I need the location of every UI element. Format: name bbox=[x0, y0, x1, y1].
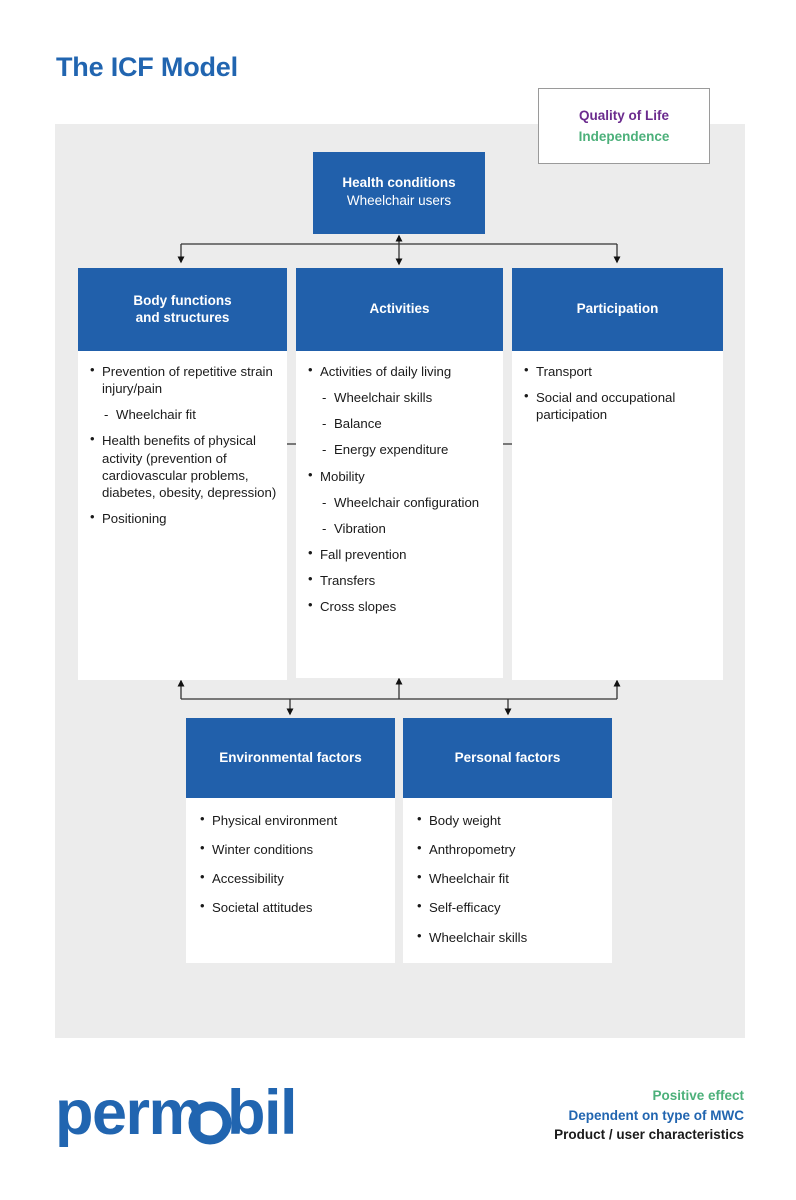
bullet-list-environmental-factors: Physical environmentWinter conditionsAcc… bbox=[198, 811, 385, 917]
column-participation: Participation TransportSocial and occupa… bbox=[512, 268, 723, 680]
column-body-body-functions: Prevention of repetitive strain injury/p… bbox=[78, 351, 287, 544]
column-body-activities: Activities of daily livingWheelchair ski… bbox=[296, 351, 503, 633]
list-item: Wheelchair skills bbox=[415, 928, 602, 946]
list-item: Social and occupational participation bbox=[522, 388, 713, 423]
svg-text:perm: perm bbox=[55, 1078, 203, 1148]
bullet-list-activities: Activities of daily livingWheelchair ski… bbox=[306, 362, 493, 616]
column-header-body-functions: Body functions and structures bbox=[78, 268, 287, 351]
list-item: Prevention of repetitive strain injury/p… bbox=[88, 362, 277, 397]
list-item: Mobility bbox=[306, 467, 493, 485]
box-body-environmental-factors: Physical environmentWinter conditionsAcc… bbox=[186, 798, 395, 937]
box-header-line1: Environmental factors bbox=[219, 749, 362, 765]
bullet-list-participation: TransportSocial and occupational partici… bbox=[522, 362, 713, 423]
box-body-personal-factors: Body weightAnthropometryWheelchair fitSe… bbox=[403, 798, 612, 966]
list-item: Accessibility bbox=[198, 869, 385, 887]
column-header-participation: Participation bbox=[512, 268, 723, 351]
list-item: Anthropometry bbox=[415, 840, 602, 858]
list-item: Wheelchair skills bbox=[306, 389, 493, 406]
list-item: Positioning bbox=[88, 509, 277, 527]
quality-of-life-label: Quality of Life bbox=[578, 108, 669, 123]
list-item: Wheelchair fit bbox=[415, 869, 602, 887]
list-item: Activities of daily living bbox=[306, 362, 493, 380]
health-conditions-title: Health conditions bbox=[342, 175, 456, 191]
list-item: Physical environment bbox=[198, 811, 385, 829]
column-header-activities: Activities bbox=[296, 268, 503, 351]
box-header-environmental-factors: Environmental factors bbox=[186, 718, 395, 798]
list-item: Societal attitudes bbox=[198, 898, 385, 916]
page-title: The ICF Model bbox=[56, 52, 238, 82]
column-header-line2: and structures bbox=[135, 309, 230, 325]
list-item: Cross slopes bbox=[306, 597, 493, 615]
list-item: Self-efficacy bbox=[415, 898, 602, 916]
box-personal-factors: Personal factors Body weightAnthropometr… bbox=[403, 718, 612, 963]
svg-text:bil: bil bbox=[227, 1078, 296, 1148]
list-item: Vibration bbox=[306, 520, 493, 537]
column-body-participation: TransportSocial and occupational partici… bbox=[512, 351, 723, 440]
quality-of-life-callout: Quality of Life Independence bbox=[538, 88, 710, 164]
permobil-wordmark-icon: perm bil bbox=[55, 1078, 298, 1148]
health-conditions-box: Health conditions Wheelchair users bbox=[313, 152, 485, 234]
legend-item-product-user-characteristics: Product / user characteristics bbox=[554, 1127, 744, 1143]
list-item: Transport bbox=[522, 362, 713, 380]
health-conditions-subtitle: Wheelchair users bbox=[346, 193, 452, 209]
permobil-logo: perm bil bbox=[55, 1078, 305, 1150]
list-item: Body weight bbox=[415, 811, 602, 829]
list-item: Transfers bbox=[306, 571, 493, 589]
list-item: Balance bbox=[306, 415, 493, 432]
independence-label: Independence bbox=[578, 129, 670, 144]
list-item: Fall prevention bbox=[306, 545, 493, 563]
list-item: Energy expenditure bbox=[306, 441, 493, 458]
box-environmental-factors: Environmental factors Physical environme… bbox=[186, 718, 395, 963]
list-item: Wheelchair fit bbox=[88, 406, 277, 423]
list-item: Wheelchair configuration bbox=[306, 494, 493, 511]
box-header-line1: Personal factors bbox=[454, 749, 561, 765]
box-header-personal-factors: Personal factors bbox=[403, 718, 612, 798]
bullet-list-personal-factors: Body weightAnthropometryWheelchair fitSe… bbox=[415, 811, 602, 946]
list-item: Health benefits of physical activity (pr… bbox=[88, 431, 277, 501]
bullet-list-body-functions: Prevention of repetitive strain injury/p… bbox=[88, 362, 277, 527]
list-item: Winter conditions bbox=[198, 840, 385, 858]
legend-item-dependent-on-mwc: Dependent on type of MWC bbox=[568, 1107, 745, 1123]
column-header-line1: Participation bbox=[576, 301, 659, 317]
legend-item-positive-effect: Positive effect bbox=[652, 1088, 744, 1103]
column-body-functions-and-structures: Body functions and structures Prevention… bbox=[78, 268, 287, 680]
column-header-line1: Body functions bbox=[133, 292, 232, 308]
column-header-line1: Activities bbox=[369, 301, 430, 317]
legend: Positive effect Dependent on type of MWC… bbox=[554, 1086, 744, 1145]
column-activities: Activities Activities of daily livingWhe… bbox=[296, 268, 503, 678]
